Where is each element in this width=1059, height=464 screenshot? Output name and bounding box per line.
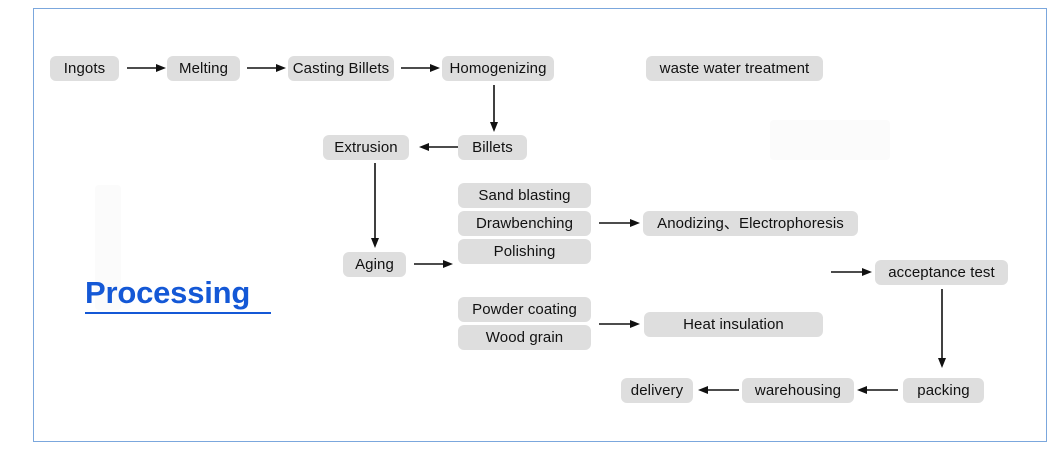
node-acceptance-test[interactable]: acceptance test bbox=[875, 260, 1008, 285]
node-ingots[interactable]: Ingots bbox=[50, 56, 119, 81]
page-title-text: Processing bbox=[85, 275, 251, 310]
node-polishing[interactable]: Polishing bbox=[458, 239, 591, 264]
page-title: Processing bbox=[85, 277, 271, 314]
diagram-frame bbox=[33, 8, 1047, 442]
node-sand-blasting[interactable]: Sand blasting bbox=[458, 183, 591, 208]
node-delivery[interactable]: delivery bbox=[621, 378, 693, 403]
node-wood-grain[interactable]: Wood grain bbox=[458, 325, 591, 350]
node-packing[interactable]: packing bbox=[903, 378, 984, 403]
node-waste-water-treatment[interactable]: waste water treatment bbox=[646, 56, 823, 81]
node-casting-billets[interactable]: Casting Billets bbox=[288, 56, 394, 81]
node-aging[interactable]: Aging bbox=[343, 252, 406, 277]
node-powder-coating[interactable]: Powder coating bbox=[458, 297, 591, 322]
node-drawbenching[interactable]: Drawbenching bbox=[458, 211, 591, 236]
node-melting[interactable]: Melting bbox=[167, 56, 240, 81]
node-anodizing-electrophoresis[interactable]: Anodizing、Electrophoresis bbox=[643, 211, 858, 236]
node-extrusion[interactable]: Extrusion bbox=[323, 135, 409, 160]
title-underline bbox=[85, 312, 271, 314]
node-heat-insulation[interactable]: Heat insulation bbox=[644, 312, 823, 337]
node-warehousing[interactable]: warehousing bbox=[742, 378, 854, 403]
node-homogenizing[interactable]: Homogenizing bbox=[442, 56, 554, 81]
node-billets[interactable]: Billets bbox=[458, 135, 527, 160]
